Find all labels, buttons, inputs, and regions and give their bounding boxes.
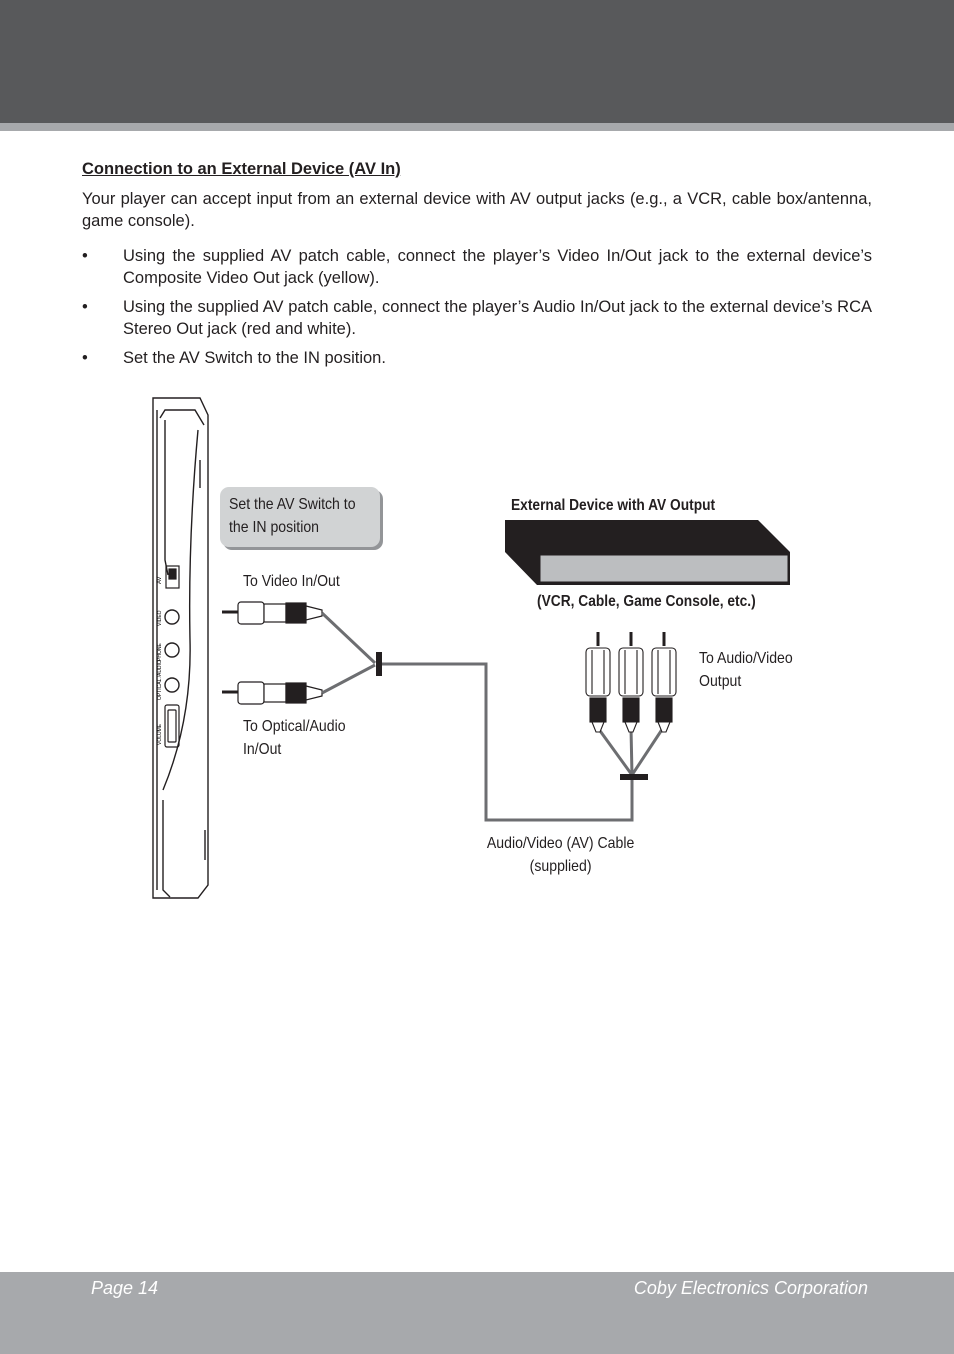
to-video-label: To Video In/Out — [243, 573, 340, 590]
cable-splitter-left — [376, 652, 382, 676]
player-port-phone — [164, 642, 180, 658]
rca-plug-2 — [618, 632, 644, 733]
instruction-text: Set the AV Switch to the IN position. — [123, 349, 386, 367]
to-optical-label: To Optical/Audio In/Out — [243, 718, 346, 758]
instruction-text: Using the supplied AV patch cable, conne… — [123, 247, 872, 287]
cable-splitter-right — [620, 774, 648, 780]
to-av-output-label: To Audio/Video Output — [699, 650, 793, 690]
bullet-icon: • — [82, 247, 88, 265]
instruction-list: • Using the supplied AV patch cable, con… — [82, 245, 872, 376]
header-stripe — [0, 123, 954, 131]
rca-plug-triple — [585, 632, 677, 733]
footer-band — [0, 1272, 954, 1354]
rca-plug-optical — [222, 681, 323, 705]
player-port-label-phone: PHONE — [157, 643, 163, 661]
player-port-optical — [164, 677, 180, 693]
header-band — [0, 0, 954, 123]
rca-plug-1 — [585, 632, 611, 733]
instruction-item: • Using the supplied AV patch cable, con… — [82, 296, 872, 340]
rca-plug-3 — [651, 632, 677, 733]
page-number: Page 14 — [91, 1278, 159, 1298]
player-volume-slider — [164, 704, 180, 748]
av-cable — [320, 611, 665, 822]
instruction-text: Using the supplied AV patch cable, conne… — [123, 298, 872, 338]
intro-paragraph: Your player can accept input from an ext… — [82, 190, 872, 230]
instruction-item: • Set the AV Switch to the IN position. — [82, 347, 872, 369]
bullet-icon: • — [82, 349, 88, 367]
player-side-profile — [152, 397, 209, 899]
instruction-item: • Using the supplied AV patch cable, con… — [82, 245, 872, 289]
av-switch-callout-text: Set the AV Switch to the IN position — [229, 496, 356, 536]
device-title: External Device with AV Output — [511, 497, 716, 514]
rca-plug-video — [222, 601, 323, 625]
player-port-label-video: VIDEO — [157, 610, 163, 626]
player-port-label-volume: VOLUME — [157, 723, 163, 745]
section-heading: Connection to an External Device (AV In) — [82, 160, 401, 178]
player-port-av-switch — [165, 565, 180, 589]
bullet-icon: • — [82, 298, 88, 316]
device-examples: (VCR, Cable, Game Console, etc.) — [537, 593, 756, 610]
external-device-box — [505, 520, 790, 585]
cable-label: Audio/Video (AV) Cable (supplied) — [486, 835, 635, 875]
player-port-video — [164, 609, 180, 625]
av-switch-callout — [220, 487, 380, 547]
company-name: Coby Electronics Corporation — [633, 1278, 868, 1298]
player-port-label-optical: OPTICAL /AUDIO — [157, 660, 163, 700]
player-port-label-av: AV — [157, 576, 163, 584]
